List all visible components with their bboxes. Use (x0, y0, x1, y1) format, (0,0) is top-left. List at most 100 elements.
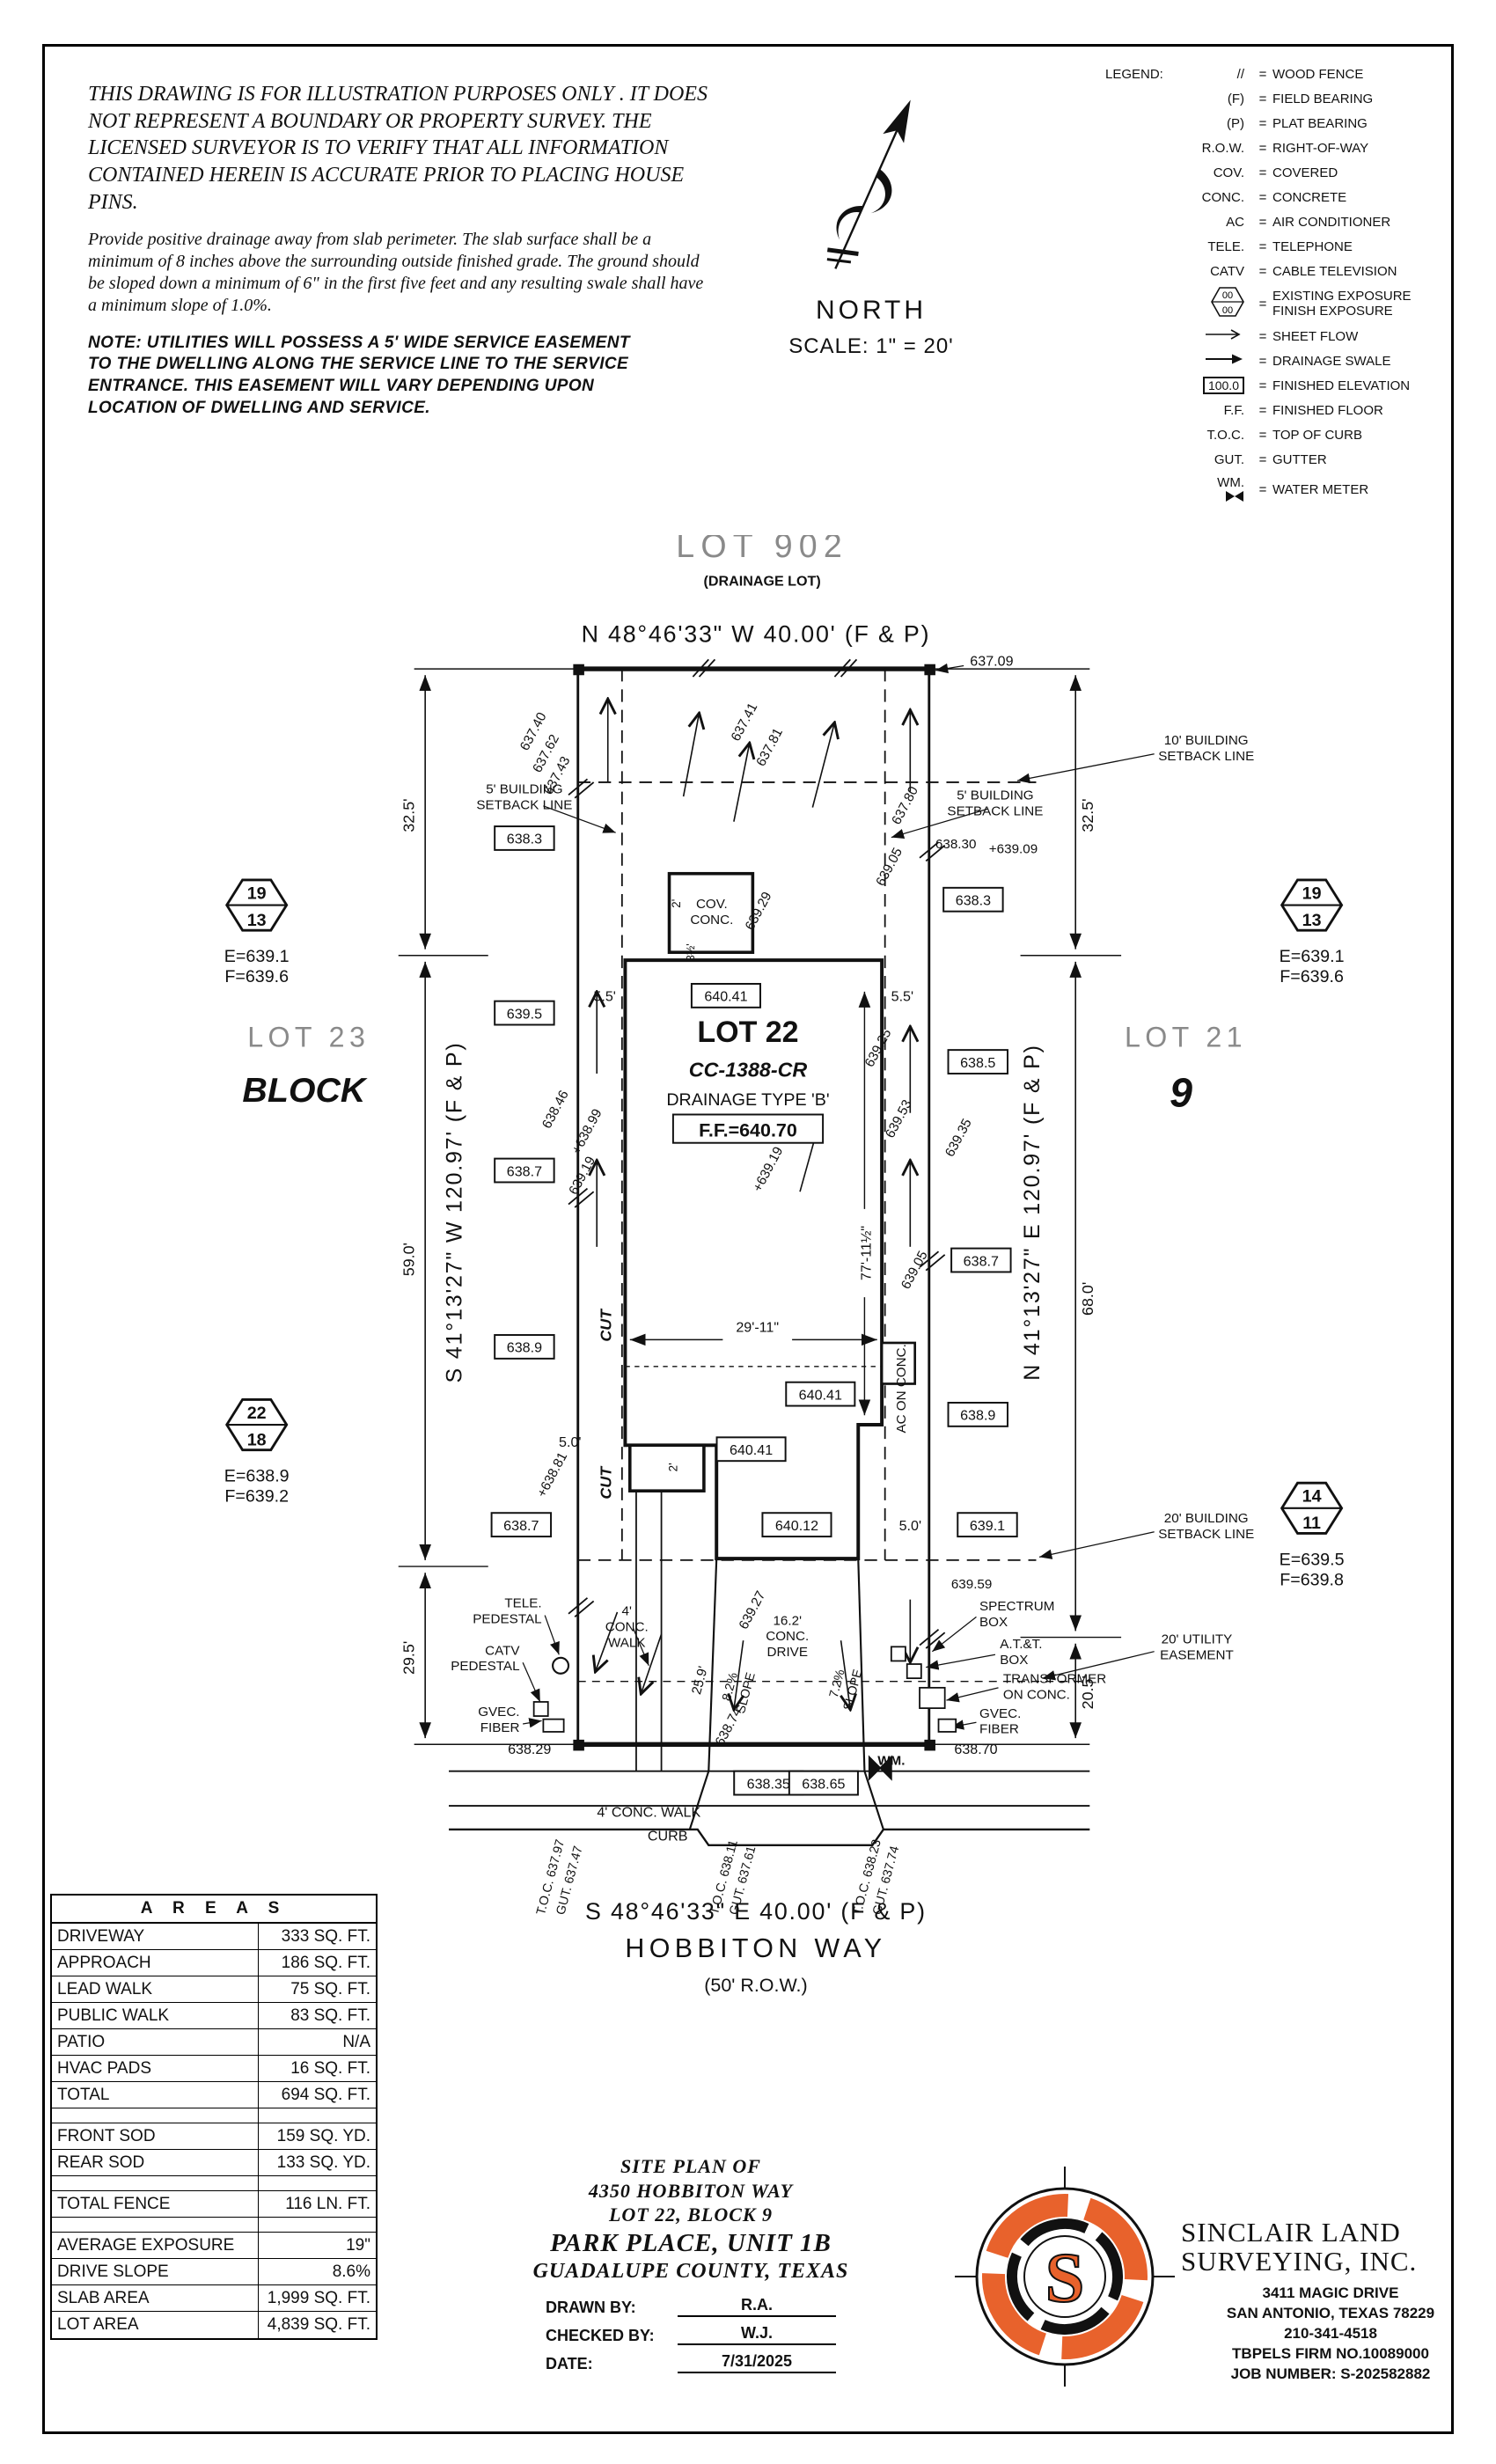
plan-elevation-box (957, 1512, 1018, 1538)
plan-label: 638.30 (935, 837, 977, 852)
water-meter-icon (1226, 491, 1243, 502)
plan-rect (937, 1718, 957, 1733)
subdivision-line: PARK PLACE, UNIT 1B (550, 2228, 832, 2257)
plan-line (543, 805, 616, 833)
plan-label: PEDESTAL (451, 1659, 519, 1674)
plan-label: N 48°46'33" W 40.00' (F & P) (582, 621, 931, 648)
plan-line (568, 778, 589, 796)
plan-label: 638.9 (507, 1340, 542, 1356)
legend-row: AC =AIR CONDITIONER (1226, 214, 1391, 230)
plan-label: SETBACK LINE (1158, 1527, 1254, 1542)
plan-label: 637.41 (729, 700, 761, 744)
plan-line (688, 1771, 710, 1830)
plan-rect (542, 1718, 565, 1733)
plan-line (641, 1633, 663, 1694)
site-plan-of: SITE PLAN OF (620, 2155, 761, 2177)
plan-label: 32.5' (1079, 798, 1096, 832)
plan-circle (552, 1656, 570, 1675)
date-value: 7/31/2025 (678, 2352, 836, 2373)
plan-label: 20' UTILITY (1162, 1632, 1233, 1647)
plan-line (574, 1600, 595, 1618)
plan-elevation-box (494, 1157, 555, 1184)
lot-block-line: LOT 22, BLOCK 9 (608, 2204, 774, 2226)
plan-label: F=639.6 (224, 967, 289, 986)
disclaimer-note: THIS DRAWING IS FOR ILLUSTRATION PURPOSE… (88, 83, 708, 214)
plan-line (1038, 1531, 1155, 1559)
plan-rect (919, 1686, 946, 1710)
plan-label: 638.5 (960, 1055, 995, 1071)
plan-label: 5' BUILDING (486, 781, 562, 796)
plan-rect (532, 1701, 549, 1717)
legend-row: (P) =PLAT BEARING (1227, 115, 1368, 131)
plan-rect (906, 1663, 922, 1680)
plan-label: +638.99 (569, 1106, 605, 1156)
plan-label: 638.7 (964, 1253, 999, 1269)
plan-label: 22 (247, 1404, 267, 1423)
plan-label: 640.41 (730, 1442, 773, 1458)
plan-rect (628, 1443, 706, 1492)
legend-label: WOOD FENCE (1272, 66, 1364, 82)
plan-label: CONC. (605, 1619, 649, 1634)
plan-line (682, 713, 700, 797)
plan-label: E=638.9 (224, 1466, 290, 1485)
plan-label: HOBBITON WAY (625, 1933, 886, 1963)
plan-label: 10' BUILDING (1164, 733, 1249, 748)
plan-label: SETBACK LINE (947, 804, 1043, 819)
plan-label: 19 (247, 884, 267, 903)
plan-label: DRIVE (767, 1645, 808, 1660)
plan-line (811, 722, 834, 808)
exposure-hex-icon: 00 00 (1211, 287, 1244, 317)
plan-label: 638.9 (960, 1408, 995, 1424)
plan-label: F=639.2 (224, 1487, 289, 1507)
plan-label: 5.5' (593, 989, 615, 1005)
plan-label: 638.70 (954, 1742, 997, 1757)
plan-label: BLOCK (242, 1071, 368, 1110)
plan-label: S 48°46'33" E 40.00' (F & P) (585, 1898, 927, 1925)
plan-line (595, 1611, 619, 1672)
plan-line (919, 1250, 940, 1268)
plan-label: 29.5' (400, 1641, 418, 1675)
plan-label: CC-1388-CR (689, 1059, 808, 1082)
plan-label: 13 (1302, 911, 1322, 930)
plan-label: GVEC. (478, 1705, 519, 1720)
legend-row: 00 00 = EXISTING EXPOSURE FINISH EXPOSUR… (1105, 283, 1457, 324)
plan-label: 638.7 (507, 1163, 542, 1179)
plan-label: 19 (1302, 884, 1322, 903)
plan-label: SETBACK LINE (476, 797, 572, 812)
plan-elevation-box (494, 825, 555, 851)
plan-label: COV. (696, 897, 728, 912)
easement-note: NOTE: UTILITIES WILL POSSESS A 5' WIDE S… (88, 333, 630, 417)
drawn-by-value: R.A. (678, 2296, 836, 2317)
sheet-border (42, 44, 1454, 2434)
plan-line (692, 658, 709, 678)
plan-label: 14 (1302, 1487, 1322, 1507)
plan-rect (890, 1646, 906, 1662)
plan-label: 4' (622, 1604, 632, 1619)
plan-label: (DRAINAGE LOT) (703, 573, 820, 589)
plan-line (925, 1632, 946, 1649)
plan-label: N 41°13'27" E 120.97' (F & P) (1020, 1044, 1045, 1381)
firm-name: SINCLAIR LAND SURVEYING, INC. (1181, 2217, 1418, 2277)
plan-line (841, 1640, 851, 1710)
plan-line (840, 658, 858, 678)
plan-label: 3½' (685, 943, 697, 961)
plan-label: AC ON CONC. (894, 1344, 909, 1433)
plan-label: S 41°13'27" W 120.97' (F & P) (442, 1041, 466, 1382)
plan-label: CUT (597, 1308, 614, 1342)
plan-label: SETBACK LINE (1158, 749, 1254, 764)
plan-line (926, 1654, 996, 1670)
finished-elevation-box-icon: 100.0 (1202, 377, 1244, 394)
checked-by-row: CHECKED BY: W.J. (546, 2324, 836, 2345)
plan-polygon (879, 1755, 892, 1781)
svg-text:00: 00 (1222, 305, 1233, 316)
sheet-flow-icon (1206, 329, 1241, 340)
plan-line (925, 1254, 946, 1272)
firm-block: SINCLAIR LAND SURVEYING, INC. 3411 MAGIC… (1181, 2218, 1480, 2385)
